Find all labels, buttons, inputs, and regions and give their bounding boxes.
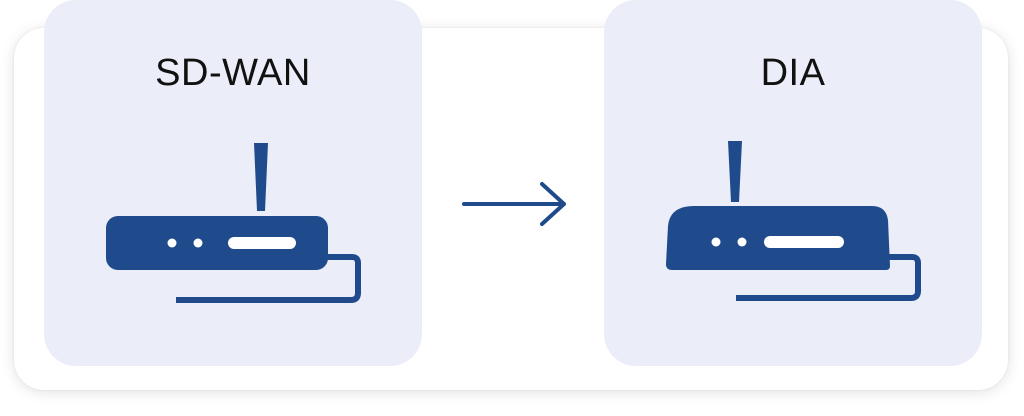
arrow-right-icon [462,182,566,226]
router-icon [666,141,921,301]
sd-wan-panel: SD-WAN [44,0,422,366]
sd-wan-title: SD-WAN [155,52,311,94]
dia-panel: DIA [604,0,982,366]
dia-title: DIA [760,52,826,94]
router-icon [106,143,361,303]
